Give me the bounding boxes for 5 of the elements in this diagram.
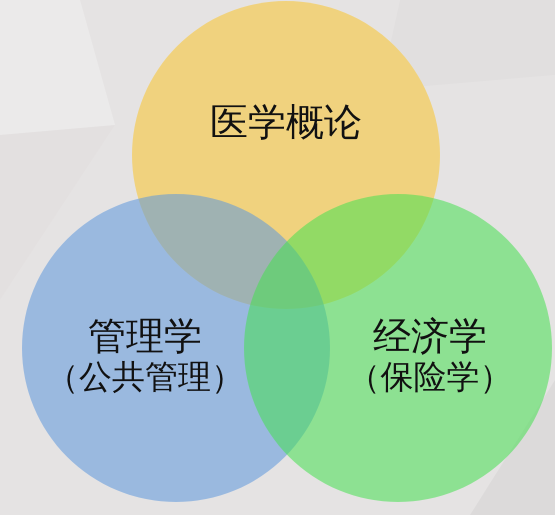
circle-title: 经济学 xyxy=(373,315,487,357)
circle-title: 医学概论 xyxy=(210,101,362,143)
circle-subtitle: （公共管理） xyxy=(46,357,244,397)
circle-title: 管理学 xyxy=(88,315,202,357)
circle-subtitle: （保险学） xyxy=(348,357,512,397)
